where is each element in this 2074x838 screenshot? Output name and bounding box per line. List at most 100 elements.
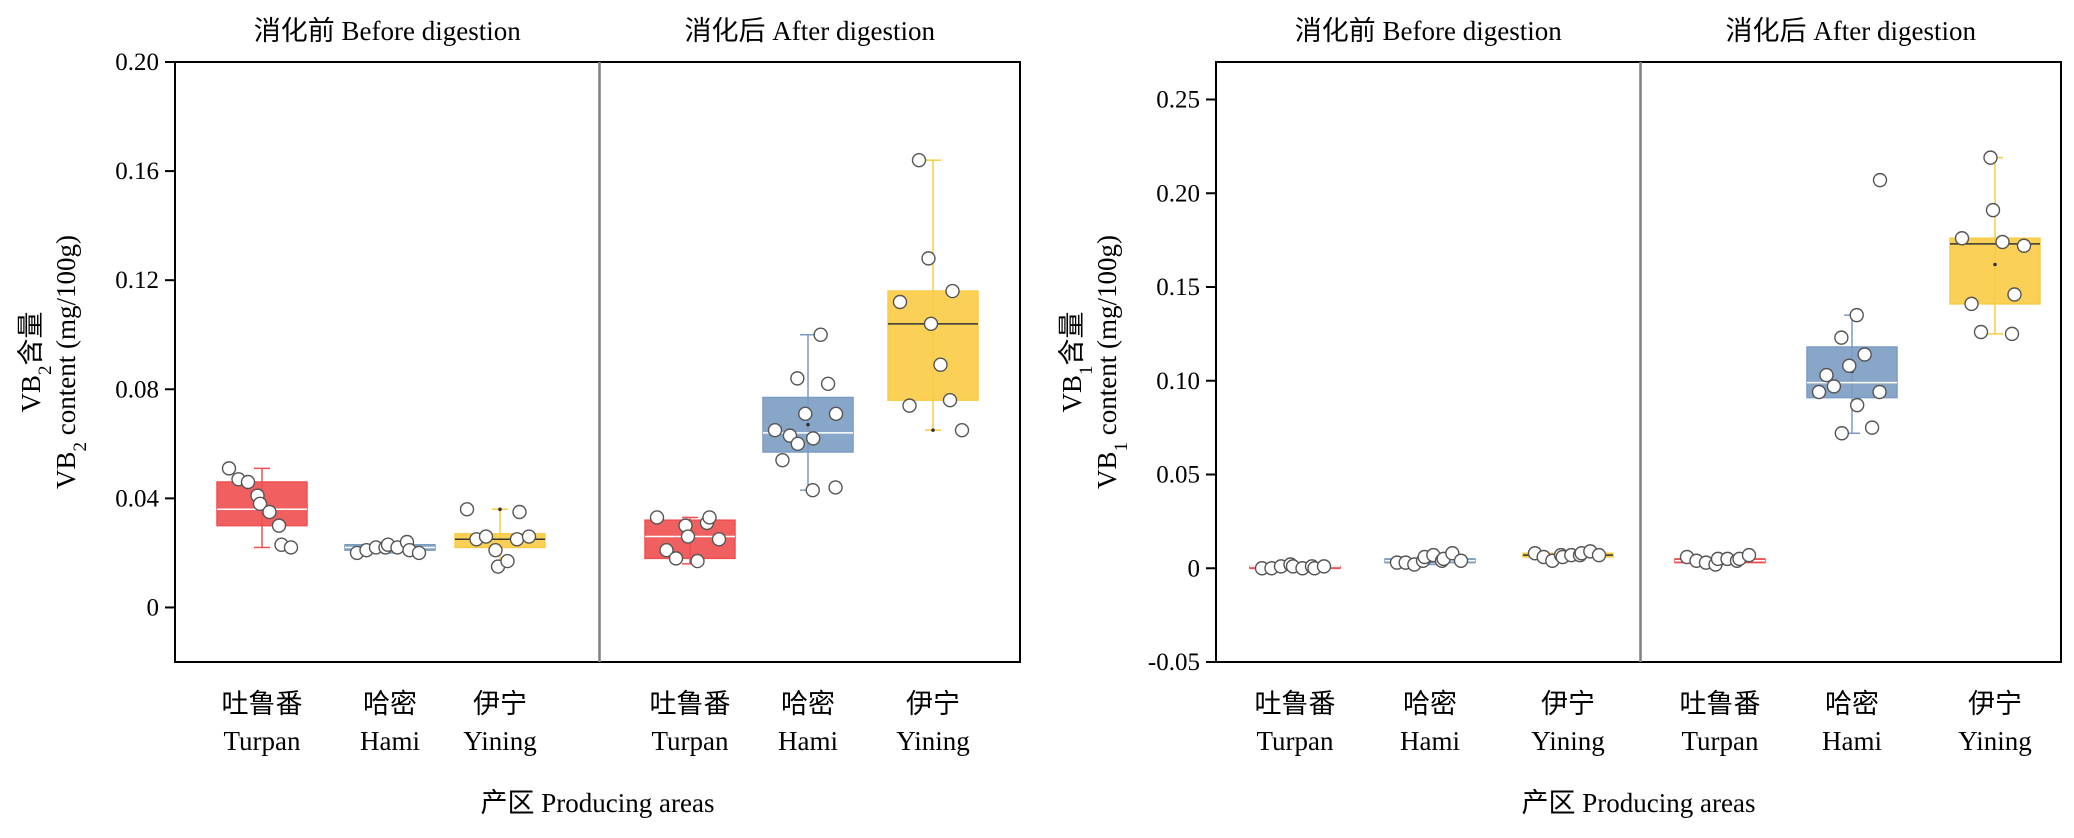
y-tick-label: 0.15 bbox=[1156, 274, 1200, 301]
plot-frame bbox=[1215, 61, 2062, 663]
data-point bbox=[798, 406, 813, 422]
data-point bbox=[945, 283, 960, 299]
y-tick-label: 0.05 bbox=[1156, 462, 1200, 489]
y-tick-label: 0.10 bbox=[1156, 368, 1200, 395]
y-tick-label: 0.25 bbox=[1156, 87, 1200, 114]
box-yining-after bbox=[1949, 150, 2041, 342]
y-tick-label: 0 bbox=[1188, 555, 1201, 582]
data-point bbox=[911, 152, 927, 168]
data-point bbox=[805, 482, 820, 498]
category-label-cn: 伊宁 bbox=[473, 689, 527, 719]
data-point bbox=[1864, 420, 1880, 435]
category-label-en: Yining bbox=[1531, 726, 1605, 756]
data-point bbox=[954, 422, 970, 438]
data-point bbox=[271, 518, 287, 533]
box-turpan-after bbox=[1674, 547, 1766, 572]
iqr-box bbox=[887, 290, 979, 401]
data-point bbox=[252, 496, 268, 512]
category-label-en: Yining bbox=[1958, 726, 2032, 756]
section-title: 消化后 After digestion bbox=[685, 16, 936, 46]
box-hami-after bbox=[762, 327, 854, 498]
category-label-cn: 哈密 bbox=[363, 689, 417, 719]
category-label-cn: 哈密 bbox=[781, 689, 835, 719]
box-yining-before bbox=[454, 502, 546, 574]
data-point bbox=[820, 376, 836, 392]
data-point bbox=[1811, 384, 1827, 400]
section-title: 消化前 Before digestion bbox=[1295, 16, 1562, 46]
category-label-cn: 吐鲁番 bbox=[222, 689, 303, 719]
box-hami-before bbox=[344, 534, 436, 561]
y-axis-title-cn: VB1含量 bbox=[1057, 311, 1097, 412]
data-point bbox=[1741, 547, 1757, 563]
data-point bbox=[521, 529, 537, 544]
data-point bbox=[262, 504, 277, 520]
data-point bbox=[283, 540, 299, 555]
data-point bbox=[2016, 238, 2032, 253]
category-label-cn: 吐鲁番 bbox=[1680, 689, 1761, 719]
y-tick-label: 0 bbox=[147, 594, 160, 621]
data-point bbox=[1995, 234, 2010, 250]
y-tick-label: 0.20 bbox=[115, 49, 159, 76]
y-axis-title-en: VB1 content (mg/100g) bbox=[1092, 235, 1132, 489]
box-hami-after bbox=[1806, 172, 1898, 441]
data-point bbox=[221, 461, 237, 476]
mean-marker bbox=[498, 507, 502, 512]
category-label-cn: 吐鲁番 bbox=[1255, 689, 1336, 719]
category-label-en: Hami bbox=[1822, 726, 1882, 756]
data-point bbox=[1983, 150, 1998, 165]
data-point bbox=[1591, 547, 1607, 563]
data-point bbox=[1834, 330, 1849, 345]
category-label-en: Turpan bbox=[1681, 726, 1759, 756]
category-label-cn: 伊宁 bbox=[1541, 689, 1595, 719]
data-point bbox=[702, 510, 717, 525]
data-point bbox=[1849, 307, 1864, 323]
y-tick-label: 0.16 bbox=[115, 158, 159, 185]
mean-marker bbox=[1993, 262, 1997, 267]
data-point bbox=[828, 480, 843, 495]
mean-marker bbox=[931, 428, 935, 432]
category-label-en: Hami bbox=[360, 726, 420, 756]
data-point bbox=[478, 529, 494, 544]
data-point bbox=[805, 431, 821, 446]
x-axis-title: 产区 Producing areas bbox=[1522, 788, 1756, 818]
box-turpan-before bbox=[1249, 557, 1341, 576]
data-point bbox=[2007, 287, 2022, 302]
data-point bbox=[1857, 347, 1872, 362]
data-point bbox=[767, 422, 783, 438]
y-tick-label: 0.08 bbox=[115, 376, 159, 403]
category-label-cn: 吐鲁番 bbox=[650, 689, 731, 719]
section-title: 消化前 Before digestion bbox=[254, 16, 521, 46]
data-point bbox=[1849, 397, 1865, 413]
category-label-cn: 哈密 bbox=[1825, 689, 1879, 719]
data-point bbox=[828, 406, 844, 422]
data-point bbox=[1826, 379, 1842, 394]
section-title: 消化后 After digestion bbox=[1726, 16, 1977, 46]
data-point bbox=[500, 553, 515, 569]
data-point bbox=[942, 392, 958, 408]
data-point bbox=[2004, 326, 2020, 342]
data-point bbox=[711, 532, 727, 547]
data-point bbox=[668, 551, 684, 566]
data-point bbox=[790, 436, 806, 452]
box-yining-before bbox=[1522, 544, 1614, 568]
box-turpan-after bbox=[644, 510, 736, 569]
data-point bbox=[680, 529, 696, 544]
box-hami-before bbox=[1384, 546, 1476, 572]
data-point bbox=[1316, 559, 1332, 574]
y-tick-label: 0.12 bbox=[115, 267, 159, 294]
y-tick-label: 0.04 bbox=[115, 485, 159, 512]
data-point bbox=[1954, 231, 1970, 246]
data-point bbox=[923, 316, 939, 332]
category-label-en: Hami bbox=[778, 726, 838, 756]
data-point bbox=[459, 502, 475, 517]
category-label-cn: 哈密 bbox=[1403, 689, 1457, 719]
plot-frame bbox=[174, 61, 1021, 663]
vb2-content-panel: 消化前 Before digestion 消化后 After digestion 0… bbox=[16, 16, 1021, 818]
data-point bbox=[690, 553, 705, 569]
data-point bbox=[411, 545, 427, 561]
data-point bbox=[1973, 324, 1989, 340]
data-point bbox=[659, 542, 674, 558]
category-label-en: Turpan bbox=[223, 726, 301, 756]
